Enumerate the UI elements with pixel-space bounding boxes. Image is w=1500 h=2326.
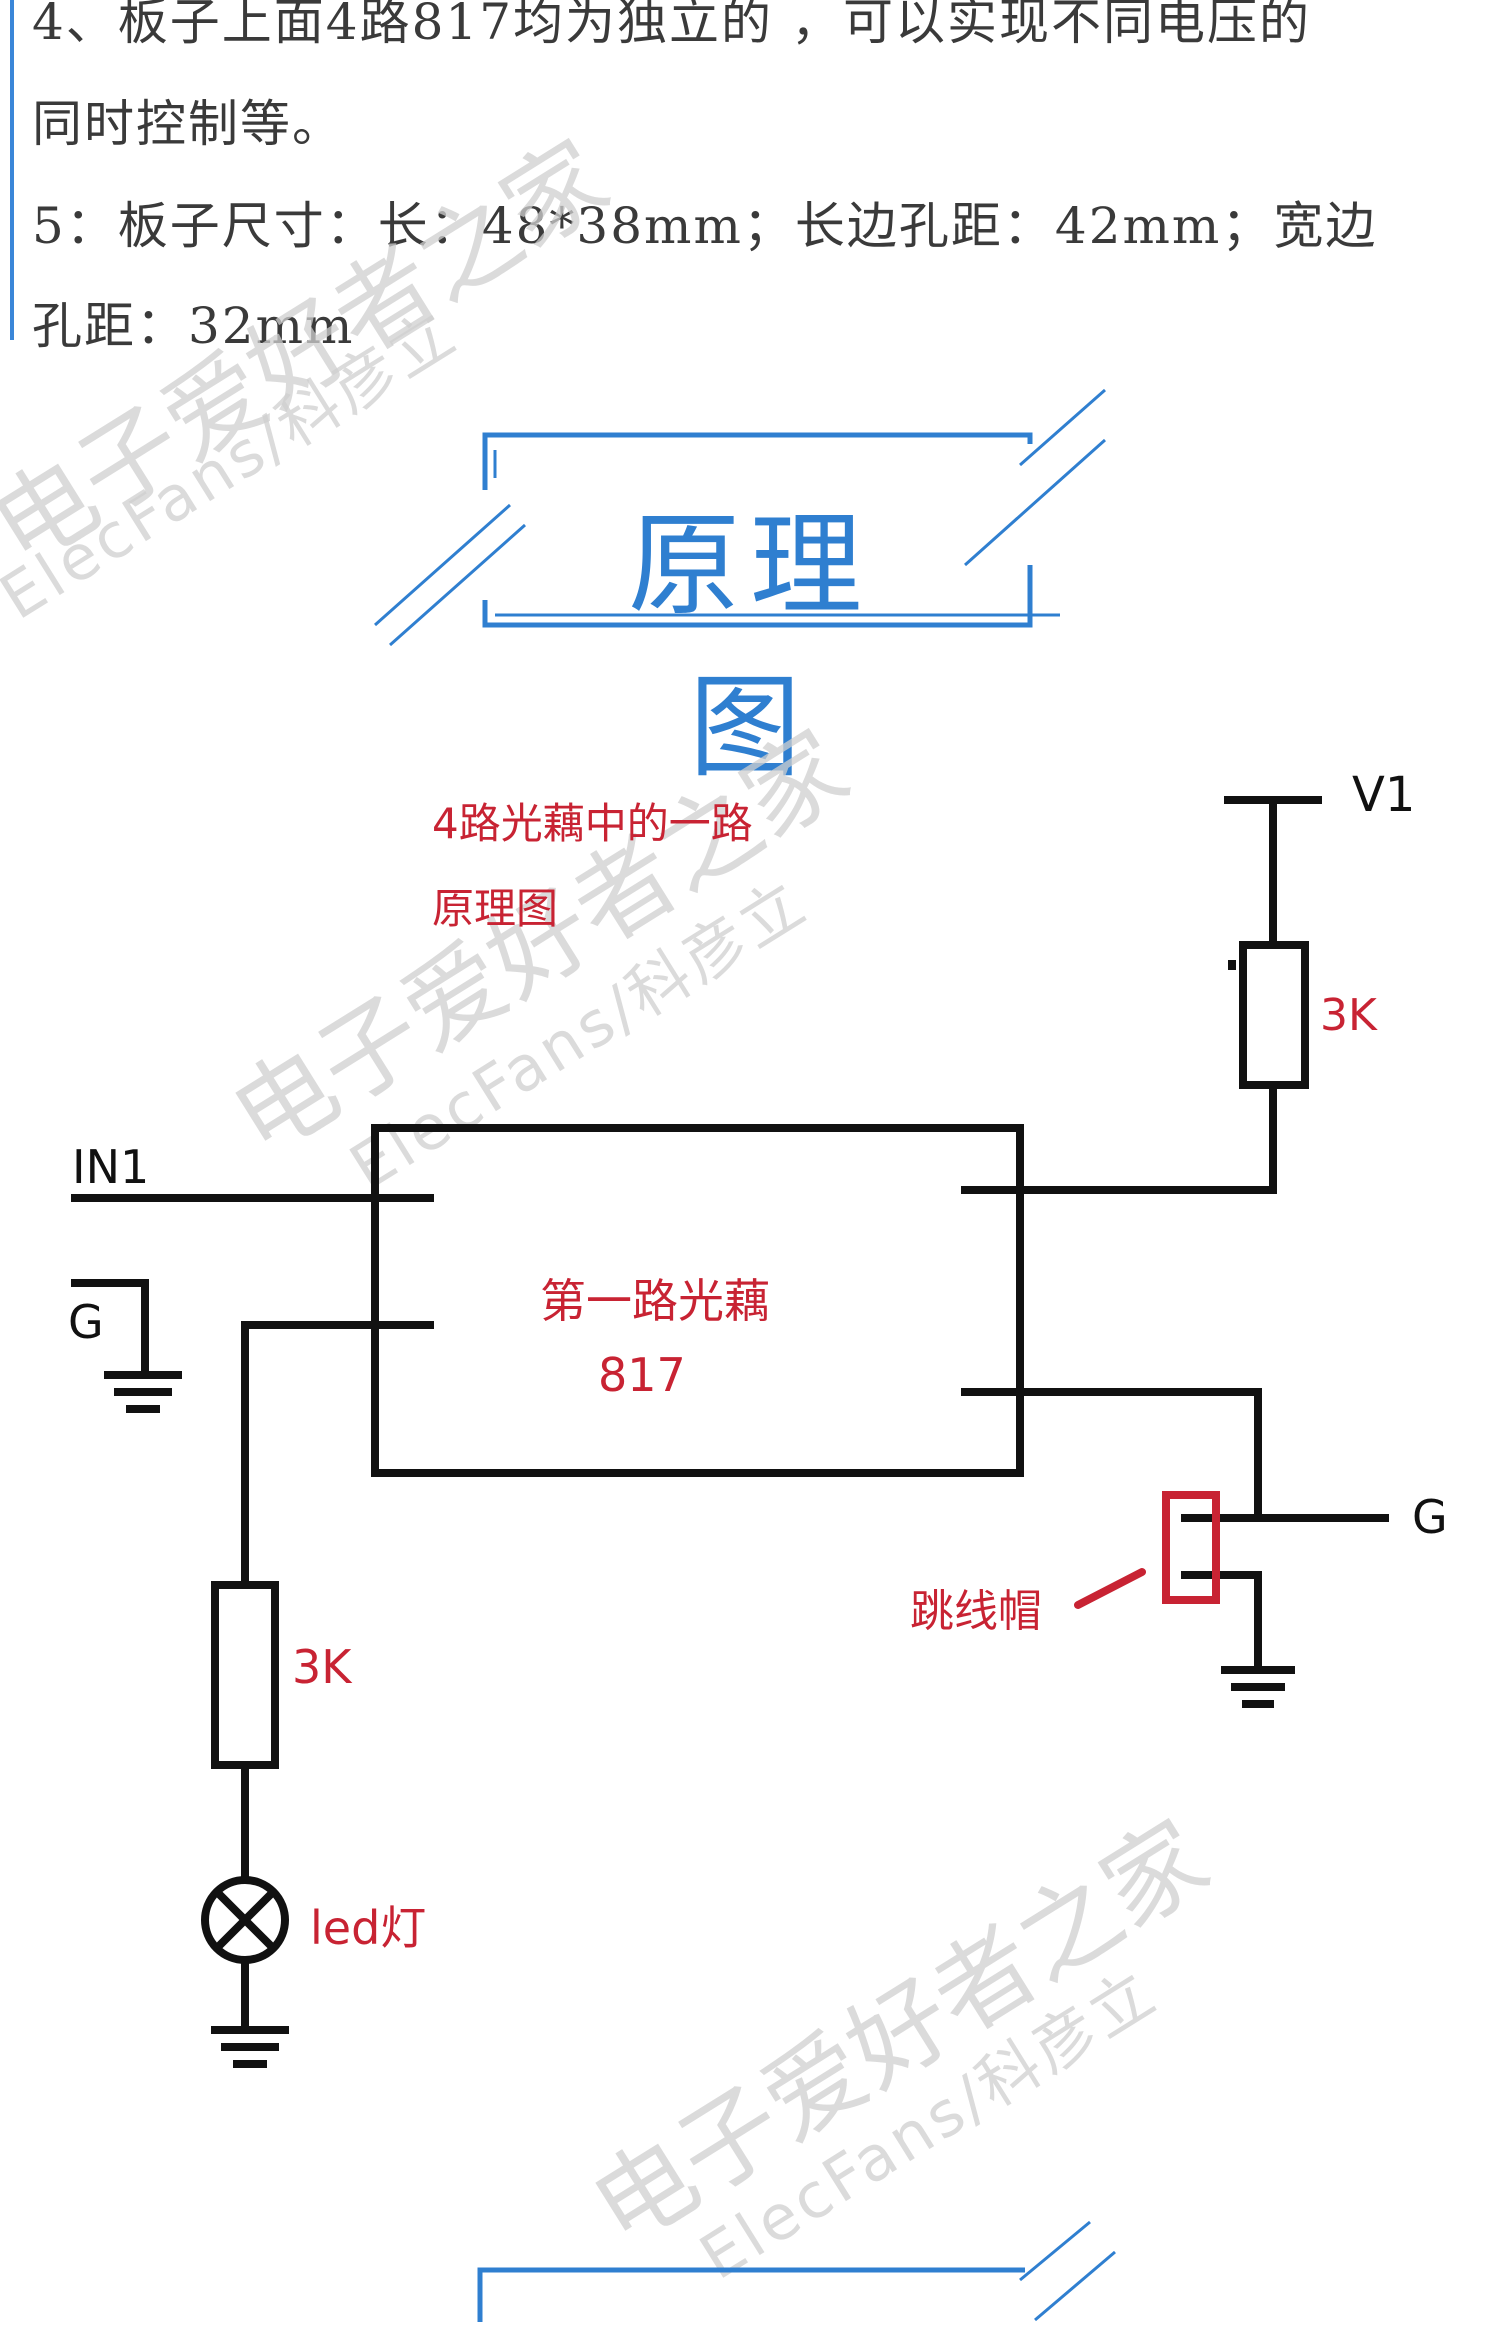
next-section-frame [460,2210,1120,2322]
left-resistor-label: 3K [292,1640,352,1694]
paragraph-line: 孔距：32mm [32,297,355,355]
top-resistor-label: 3K [1320,990,1377,1041]
in1-label: IN1 [72,1140,150,1194]
pin2-wire [241,1321,434,1589]
jumper-pointer [1074,1568,1146,1609]
g-left-label: G [68,1295,104,1349]
optocoupler-body [371,1124,1024,1477]
schematic-diagram: 4路光藕中的一路 原理图 第一路光藕 817 V1 3K IN1 G G 3K … [0,640,1500,2240]
title-frame-decoration [374,388,1106,647]
emitter-wire [961,1388,1262,1522]
v1-label: V1 [1352,767,1416,823]
left-resistor [211,1581,279,1769]
section-title-frame: 原理图 [360,380,1120,793]
top-resistor [1239,941,1309,1089]
frame-decoration [477,2220,1116,2322]
schematic-caption-line1: 4路光藕中的一路 [432,799,753,848]
chip-model: 817 [598,1348,686,1402]
led-label: led灯 [310,1901,427,1955]
paragraph-line: 同时控制等。 [32,95,344,153]
g-left-wire [71,1279,149,1379]
chip-name: 第一路光藕 [540,1274,770,1328]
section-title: 原理图 [628,501,872,793]
text-block: 4、板子上面4路817均为独立的 ，可以实现不同电压的 同时控制等。 5：板子尺… [0,0,1500,360]
paragraph-line: 4、板子上面4路817均为独立的 ，可以实现不同电压的 [32,0,1311,51]
jumper-label: 跳线帽 [910,1586,1042,1637]
quote-bar [10,0,14,340]
jumper-cap [1162,1491,1220,1604]
schematic-caption-line2: 原理图 [432,884,559,933]
paragraph-line: 5：板子尺寸：长：48*38mm；长边孔距：42mm；宽边 [32,197,1378,255]
schematic-wiring [71,796,1389,2068]
g-right-label: G [1412,1490,1448,1544]
